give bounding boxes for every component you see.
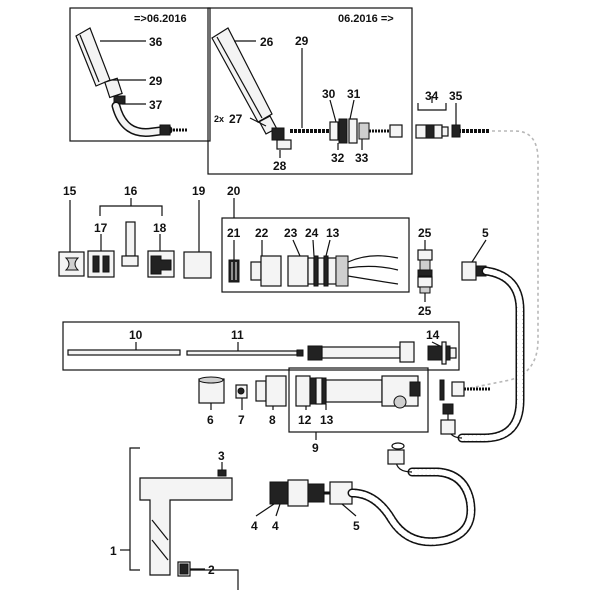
date-label-before: =>06.2016 (134, 13, 187, 25)
frame-after-06-2016 (207, 7, 413, 175)
callout-29-new: 29 (295, 34, 309, 48)
callout-7: 7 (238, 413, 245, 427)
part-18 (147, 250, 175, 278)
part-21 (228, 259, 240, 283)
frame-group-9-upper (62, 321, 460, 371)
callout-21: 21 (227, 226, 241, 240)
hose-5-bottom (329, 442, 476, 547)
frame-group-20 (221, 217, 410, 293)
part-23-24-13 (287, 255, 399, 287)
callout-12: 12 (298, 413, 312, 427)
callout-36: 36 (149, 35, 163, 49)
callout-37: 37 (149, 98, 163, 112)
callout-5-right: 5 (482, 226, 489, 240)
bracket-group-2 (182, 569, 239, 590)
part-15 (58, 251, 85, 277)
callout-25-lower: 25 (418, 304, 432, 318)
hose-35 (451, 124, 539, 389)
callout-15: 15 (63, 184, 77, 198)
spout-1 (139, 477, 233, 576)
callout-30: 30 (322, 87, 336, 101)
callout-19: 19 (192, 184, 206, 198)
callout-4-left: 4 (251, 519, 258, 533)
callout-25-upper: 25 (418, 226, 432, 240)
part-25-lower (417, 276, 433, 294)
callout-35: 35 (449, 89, 463, 103)
hand-shower-old (75, 27, 188, 137)
callout-4-right: 4 (272, 519, 279, 533)
frame-group-9-lower (288, 367, 429, 433)
callout-26: 26 (260, 35, 274, 49)
callout-8: 8 (269, 413, 276, 427)
part-12-13-body (295, 375, 421, 409)
callout-27-qty: 2x (214, 114, 224, 124)
callout-6: 6 (207, 413, 214, 427)
leader-lines (69, 40, 487, 570)
frame-before-06-2016 (69, 7, 211, 142)
part-11-tip (296, 349, 304, 357)
part-2 (177, 561, 191, 577)
hose-5-right (440, 261, 525, 443)
callout-33: 33 (355, 151, 369, 165)
callout-13-lower: 13 (320, 413, 334, 427)
callout-27: 27 (229, 112, 243, 126)
part-14 (307, 341, 457, 365)
part-7 (235, 384, 248, 399)
callout-34: 34 (425, 89, 439, 103)
callout-18: 18 (153, 221, 167, 235)
callout-24: 24 (305, 226, 319, 240)
part-4 (269, 479, 330, 507)
callout-31: 31 (347, 87, 361, 101)
callout-9: 9 (312, 441, 319, 455)
part-11 (186, 350, 298, 356)
callout-32: 32 (331, 151, 345, 165)
part-19 (183, 251, 212, 279)
part-16 (121, 221, 139, 267)
callout-2: 2 (208, 563, 215, 577)
callout-22: 22 (255, 226, 269, 240)
bracket-group-1 (129, 447, 140, 571)
callout-14: 14 (426, 328, 440, 342)
date-label-after: 06.2016 => (338, 13, 394, 25)
part-8 (255, 375, 287, 407)
callout-10: 10 (129, 328, 143, 342)
callout-11: 11 (231, 328, 244, 342)
part-17 (87, 250, 115, 278)
callout-23: 23 (284, 226, 298, 240)
connector-34 (415, 124, 449, 139)
callout-20: 20 (227, 184, 241, 198)
callout-29-old: 29 (149, 74, 163, 88)
callout-3: 3 (218, 449, 225, 463)
callout-13-upper: 13 (326, 226, 340, 240)
callout-28: 28 (273, 159, 287, 173)
callout-16: 16 (124, 184, 138, 198)
callout-1: 1 (110, 544, 117, 558)
valve-connector (439, 379, 490, 401)
part-6 (198, 376, 225, 404)
part-10 (67, 349, 181, 356)
callout-5-bottom: 5 (353, 519, 360, 533)
callout-17: 17 (94, 221, 108, 235)
part-25-upper (417, 249, 433, 277)
hand-shower-new (211, 27, 403, 150)
bracket-group-16 (99, 205, 163, 216)
part-22 (250, 255, 282, 287)
part-3 (217, 469, 227, 477)
